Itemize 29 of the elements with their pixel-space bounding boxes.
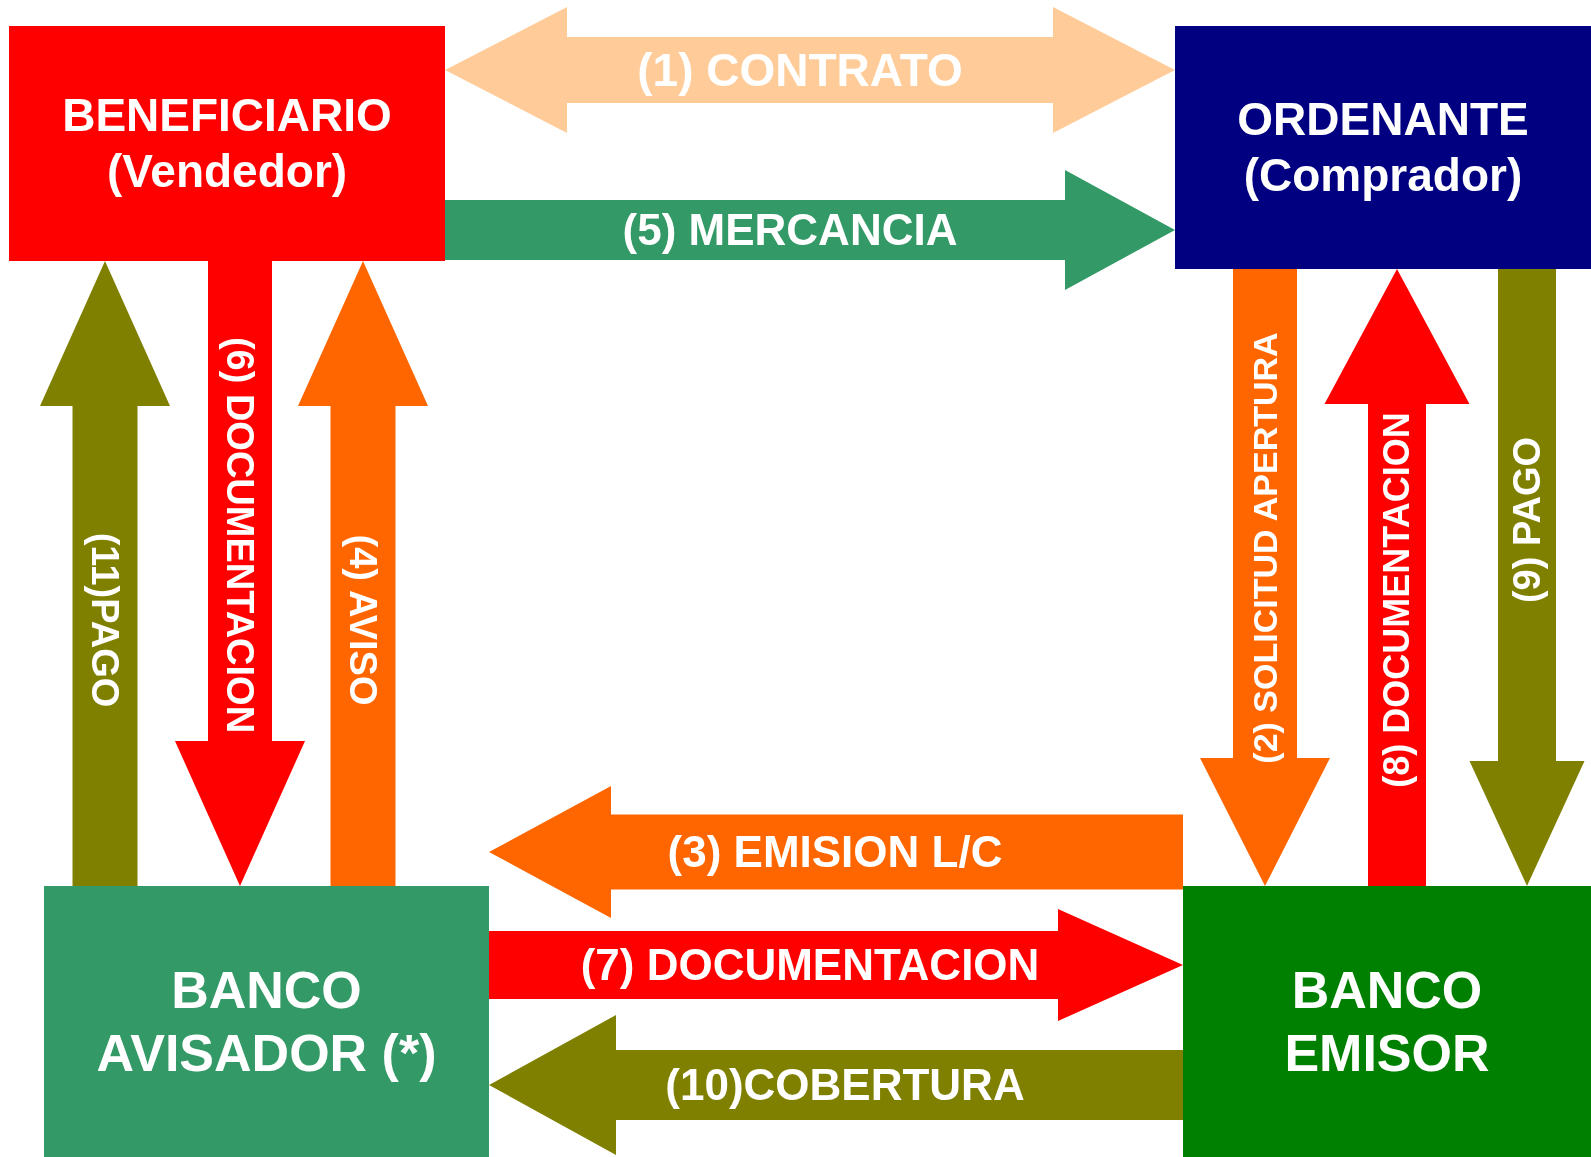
entity-box [1183,886,1591,1157]
arrow [175,261,305,886]
arrow [445,170,1175,290]
edge-label: (5) MERCANCIA [622,208,958,252]
arrow [489,1015,1183,1155]
arrow [489,909,1183,1021]
edge-label: (3) EMISION L/C [667,830,1003,874]
arrow [1324,269,1470,886]
arrow [298,261,428,886]
entity-label: ORDENANTE (Comprador) [1236,92,1530,203]
entity-box [44,886,489,1157]
entity-label: BANCO AVISADOR (*) [95,960,438,1084]
arrow [445,7,1175,133]
edge-label: (11)PAGO [86,532,124,708]
edge-label: (4) AVISO [344,534,382,706]
edge-label: (9) PAGO [1508,436,1546,604]
entity-box [9,26,445,261]
entity-label: BENEFICIARIO (Vendedor) [61,88,393,199]
entity-label: BANCO EMISOR [1283,960,1491,1084]
edge-label: (8) DOCUMENTACION [1379,412,1415,788]
arrow [489,786,1183,918]
edge-label: (6) DOCUMENTACION [221,336,259,734]
entity-box [1175,26,1591,269]
edge-label: (7) DOCUMENTACION [580,943,1040,987]
arrow [40,261,170,886]
edge-label: (2) SOLICITUD APERTURA [1248,332,1282,764]
arrow [1200,269,1330,886]
arrow [1469,269,1585,886]
edge-label: (10)COBERTURA [665,1063,1025,1107]
